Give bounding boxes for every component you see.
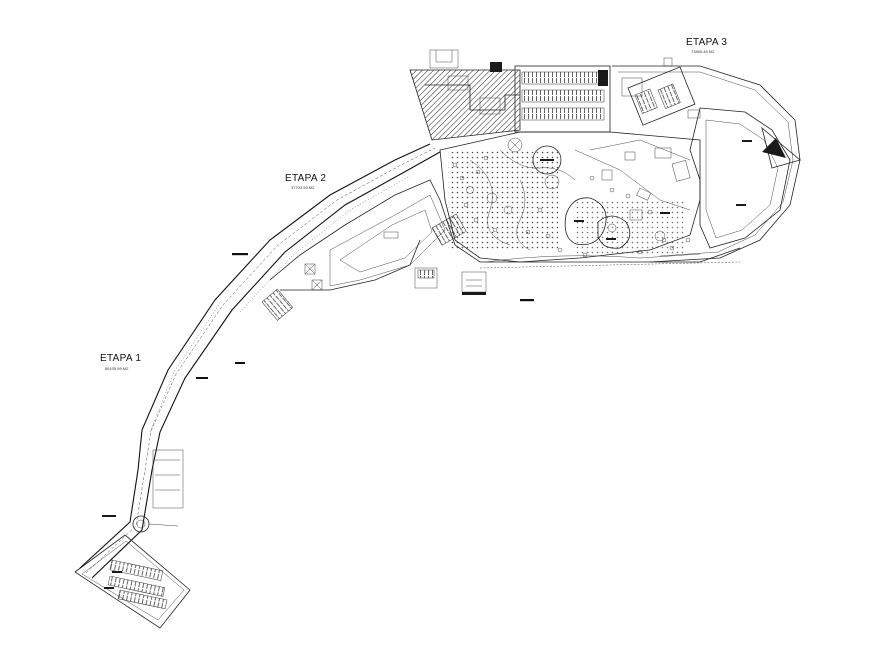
- stage-2-label: ETAPA 2 37703.59 M2: [285, 173, 326, 190]
- stage-1-area: 86105.59 M2: [105, 366, 129, 371]
- stage-1-zone: [74, 449, 191, 629]
- stage-1-label: ETAPA 1 86105.59 M2: [100, 353, 141, 371]
- main-boulevard: [79, 143, 441, 579]
- roundabout: [132, 515, 179, 533]
- stage-3-area: 73855.46 M2: [691, 49, 715, 54]
- tree-symbols: [452, 155, 691, 258]
- stage-2-title: ETAPA 2: [285, 173, 326, 184]
- stage-3-label: ETAPA 3 73855.46 M2: [686, 37, 727, 54]
- stage-1-title: ETAPA 1: [100, 353, 141, 364]
- hatched-building-block: [409, 49, 521, 141]
- central-park: [439, 131, 741, 269]
- parking-lot-north: [514, 65, 611, 133]
- stage-3-zone: [612, 57, 801, 263]
- stage-2-area: 37703.59 M2: [291, 185, 315, 190]
- stage-3-title: ETAPA 3: [686, 37, 727, 48]
